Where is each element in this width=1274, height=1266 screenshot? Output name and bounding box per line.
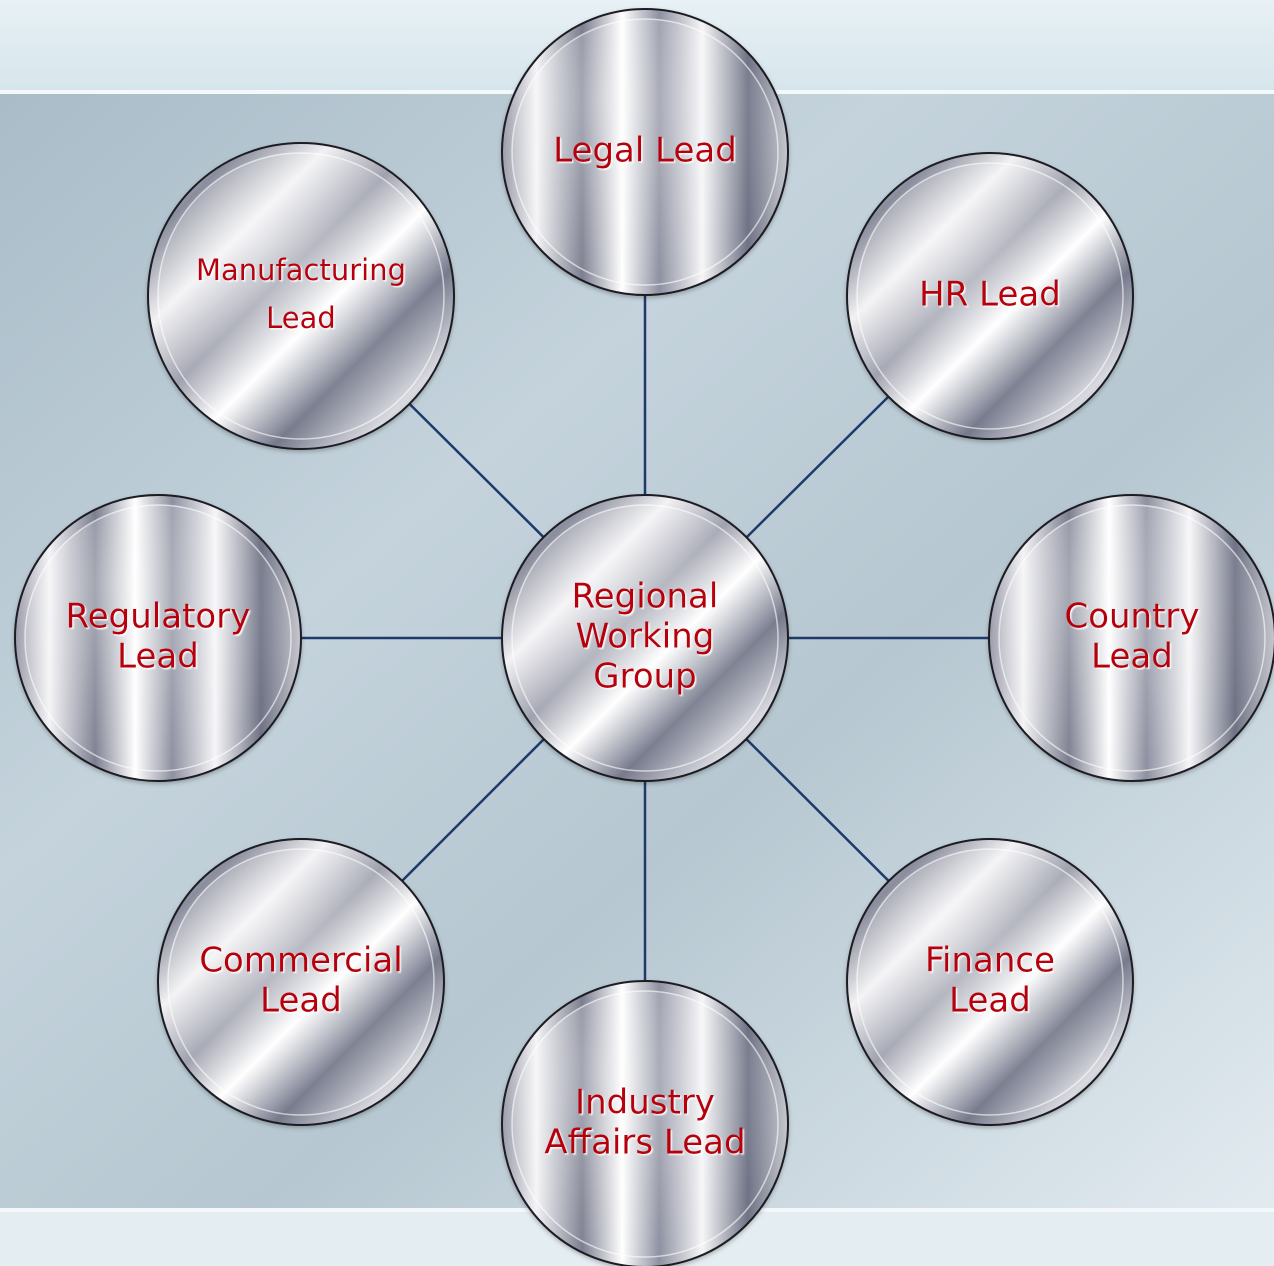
node-commercial-label-line-2: Lead: [260, 981, 342, 1021]
node-finance-label-line-2: Lead: [949, 981, 1031, 1021]
node-regulatory-label-line-2: Lead: [117, 637, 199, 677]
connector-manufacturing: [408, 402, 545, 539]
node-industry-affairs-label-line-2: Affairs Lead: [544, 1123, 745, 1163]
node-finance-label-line-1: Finance: [925, 941, 1055, 981]
center-node-label-line-3: Group: [593, 657, 697, 697]
node-regulatory-label-line-1: Regulatory: [66, 597, 251, 637]
center-node-label-line-1: Regional: [572, 577, 719, 617]
node-manufacturing-bevel: [157, 152, 445, 440]
node-regulatory-bevel: [24, 504, 292, 772]
center-node-bevel: [511, 504, 779, 772]
node-manufacturing-label-line-2: Lead: [266, 301, 336, 335]
node-industry-affairs-bevel: [511, 990, 779, 1258]
node-hr: HR Lead: [846, 152, 1134, 440]
node-legal-bevel: [511, 18, 779, 286]
node-country-bevel: [998, 504, 1266, 772]
node-commercial-bevel: [167, 848, 435, 1116]
node-legal: Legal Lead: [501, 8, 789, 296]
connector-finance: [745, 738, 890, 882]
connector-commercial: [401, 738, 545, 882]
node-industry-affairs-label-line-1: Industry: [575, 1083, 715, 1123]
node-commercial-label-line-1: Commercial: [199, 941, 402, 981]
connectors: [301, 295, 989, 981]
center-node-label-line-2: Working: [576, 617, 715, 657]
node-hr-label-line-1: HR Lead: [919, 275, 1061, 315]
node-country-label-line-2: Lead: [1091, 637, 1173, 677]
node-legal-label-line-1: Legal Lead: [553, 131, 737, 171]
connector-hr: [745, 395, 890, 539]
node-hr-bevel: [856, 162, 1124, 430]
node-manufacturing-label-line-1: Manufacturing: [196, 253, 406, 287]
node-country-label-line-1: Country: [1064, 597, 1199, 637]
node-finance-bevel: [856, 848, 1124, 1116]
